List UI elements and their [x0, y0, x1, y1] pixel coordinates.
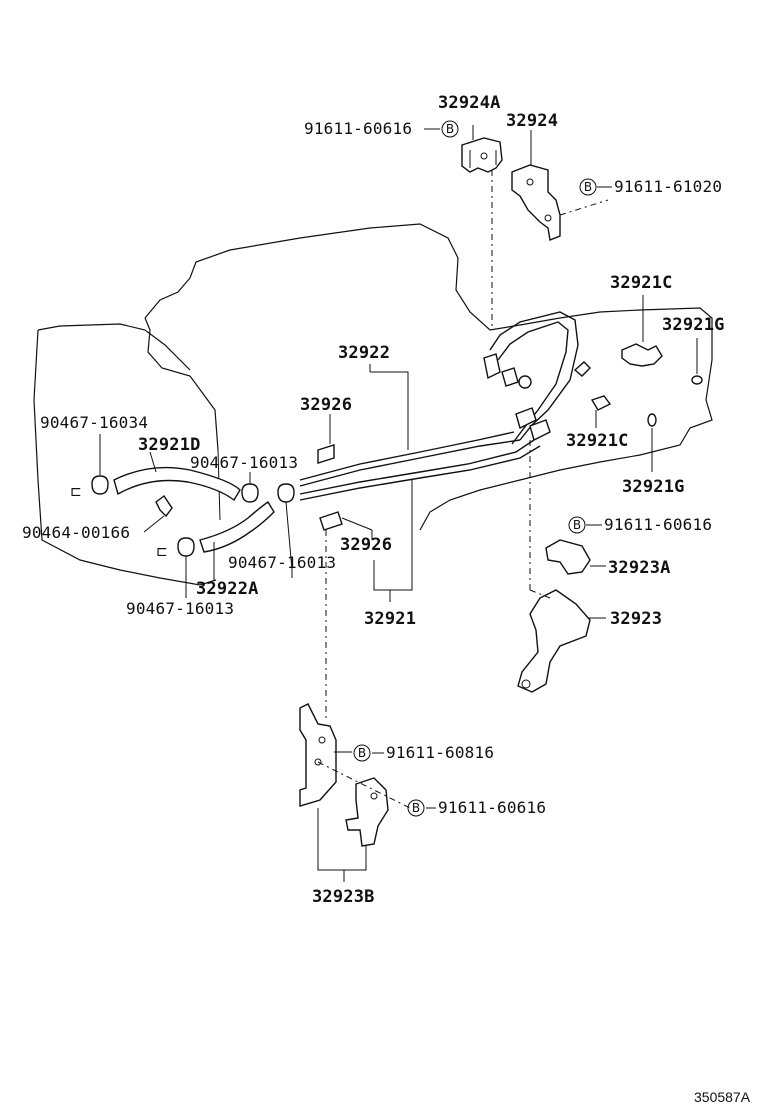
bolt-badge-91611-61020: B [579, 178, 597, 196]
label-32923: 32923 [610, 609, 662, 629]
label-32926-top: 32926 [300, 395, 352, 415]
bracket-32924A [461, 137, 503, 173]
bracket-32923B-right [345, 777, 389, 847]
label-91611-60616-low: 91611-60616 [438, 798, 546, 817]
svg-text:B: B [446, 122, 454, 136]
label-32921: 32921 [364, 609, 416, 629]
label-32922A: 32922A [196, 579, 259, 599]
label-32921G-mid: 32921G [622, 477, 685, 497]
drawing-code: 350587A [694, 1089, 751, 1105]
label-91611-61020: 91611-61020 [614, 177, 722, 196]
label-32921G-top: 32921G [662, 315, 725, 335]
hose-32926-low [319, 511, 373, 540]
svg-text:B: B [412, 801, 420, 815]
hose-32926-top [317, 414, 335, 464]
label-90467-16013-c: 90467-16013 [126, 599, 234, 618]
gasket-32921G-mid [647, 413, 657, 472]
svg-text:B: B [584, 180, 592, 194]
label-32924A: 32924A [438, 93, 501, 113]
clip-90464-00166 [143, 494, 173, 533]
svg-text:B: B [573, 518, 581, 532]
bolt-badge-91611-60616-top: B [441, 120, 459, 138]
label-90467-16013-b: 90467-16013 [228, 553, 336, 572]
gasket-32921G-top [691, 338, 703, 385]
pipe-32922 [299, 431, 521, 487]
label-32926-low: 32926 [340, 535, 392, 555]
clamp-90467-16013-c [177, 537, 195, 598]
hose-32921D [113, 451, 241, 502]
label-32921C-top: 32921C [610, 273, 673, 293]
hose-32922A [199, 501, 275, 580]
label-91611-60616-mid: 91611-60616 [604, 515, 712, 534]
label-91611-60816: 91611-60816 [386, 743, 494, 762]
bracket-32923 [517, 589, 606, 693]
bolt-32921C-mid [590, 395, 612, 428]
clamp-90467-16034 [91, 434, 109, 495]
label-91611-60616-top: 91611-60616 [304, 119, 412, 138]
label-32921D: 32921D [138, 435, 201, 455]
bolt-badge-91611-60616-low: B [407, 799, 425, 817]
bracket-32924 [511, 164, 561, 241]
clamp-90467-16013-b [277, 483, 295, 578]
pipe-bundle-right [483, 311, 591, 445]
label-32922: 32922 [338, 343, 390, 363]
label-90464-00166: 90464-00166 [22, 523, 130, 542]
label-32921C-mid: 32921C [566, 431, 629, 451]
arrow-mark: ⊏ [156, 543, 168, 559]
label-32923B: 32923B [312, 887, 375, 907]
label-32924: 32924 [506, 111, 558, 131]
bracket-32923A [545, 539, 606, 575]
bolt-badge-91611-60816: B [353, 744, 371, 762]
union-32921C-top [621, 295, 663, 367]
arrow-mark: ⊏ [70, 483, 82, 499]
label-32923A: 32923A [608, 558, 671, 578]
label-90467-16034: 90467-16034 [40, 413, 148, 432]
bracket-32923B-left [299, 703, 337, 807]
svg-text:B: B [358, 746, 366, 760]
bolt-badge-91611-60616-mid: B [568, 516, 586, 534]
clamp-90467-16013-a [241, 472, 259, 503]
pipe-32921 [299, 439, 541, 501]
label-90467-16013-a: 90467-16013 [190, 453, 298, 472]
